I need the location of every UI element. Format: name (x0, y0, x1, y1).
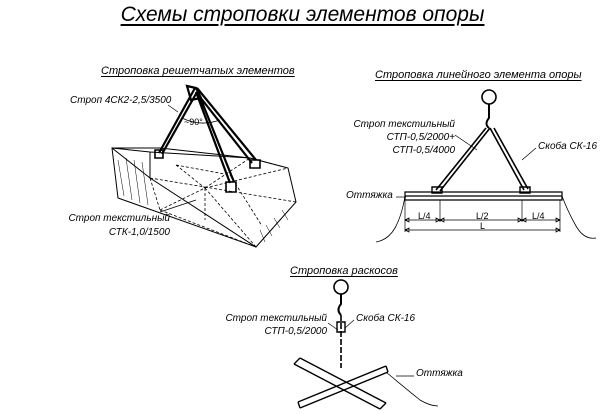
braces-hook (337, 294, 342, 316)
crane-hook (485, 104, 490, 129)
lattice-textile-line2: СТК-1,0/1500 (108, 227, 170, 238)
leader-braces-shackle (344, 319, 355, 329)
lattice-hatch (117, 157, 289, 243)
linear-element (375, 89, 597, 243)
leader-linear-shackle (521, 147, 537, 161)
braces-textile-line1: Строп текстильный (225, 313, 327, 324)
guy-right (561, 195, 597, 239)
linear-dim-l: L (480, 221, 486, 231)
leader-chain (167, 104, 179, 113)
leader-linear-textile (454, 134, 478, 151)
beam-clamps (431, 186, 531, 194)
lattice-textile-line1: Строп текстильный (68, 213, 170, 224)
braces-element (293, 279, 439, 410)
hook-1 (154, 149, 164, 159)
braces-caption: Строповка раскосов (290, 265, 398, 277)
linear-caption: Строповка линейного элемента опоры (375, 69, 582, 81)
linear-dim-l4-right: L/4 (532, 211, 545, 221)
leader-braces-textile (327, 322, 339, 331)
linear-shackle-label: Скоба СК-16 (538, 141, 598, 152)
braces-shackle (336, 321, 346, 333)
brace-bar-2 (297, 365, 389, 409)
linear-textile-line2: СТП-0,5/2000+ (386, 132, 455, 143)
linear-guy-label: Оттяжка (346, 190, 393, 201)
lattice-outline (111, 147, 297, 248)
brace-bar-1 (293, 357, 387, 410)
linear-dim-l2: L/2 (476, 211, 489, 221)
textile-sling-legs (435, 127, 529, 192)
crane-hook-ring (481, 89, 497, 105)
braces-guy-label: Оттяжка (416, 368, 463, 379)
linear-textile-line1: Строп текстильный (353, 119, 455, 130)
angle-arc (181, 117, 221, 124)
lattice-chain-sling-label: Строп 4СК2-2,5/3500 (70, 95, 172, 106)
linear-dim-l4-left: L/4 (418, 211, 431, 221)
diagram-title: Схемы строповки элементов опоры (120, 3, 485, 26)
beam (404, 191, 563, 201)
dimension-lines (404, 200, 561, 233)
braces-shackle-label: Скоба СК-16 (356, 313, 416, 324)
lattice-angle-label: ~90° (184, 117, 203, 127)
braces-textile-line2: СТП-0,5/2000 (264, 326, 328, 337)
hook-3 (225, 181, 237, 193)
hook-2 (249, 159, 261, 169)
lattice-caption: Строповка решетчатых элементов (101, 65, 295, 77)
braces-guy (385, 371, 439, 407)
guy-left (375, 195, 406, 243)
braces-hook-ring (333, 279, 349, 295)
linear-textile-line3: СТП-0,5/4000 (392, 145, 456, 156)
chain-sling (158, 84, 257, 184)
lattice-element (111, 84, 297, 248)
lattice-inner-bars (149, 157, 297, 248)
leader-textile (159, 199, 197, 213)
